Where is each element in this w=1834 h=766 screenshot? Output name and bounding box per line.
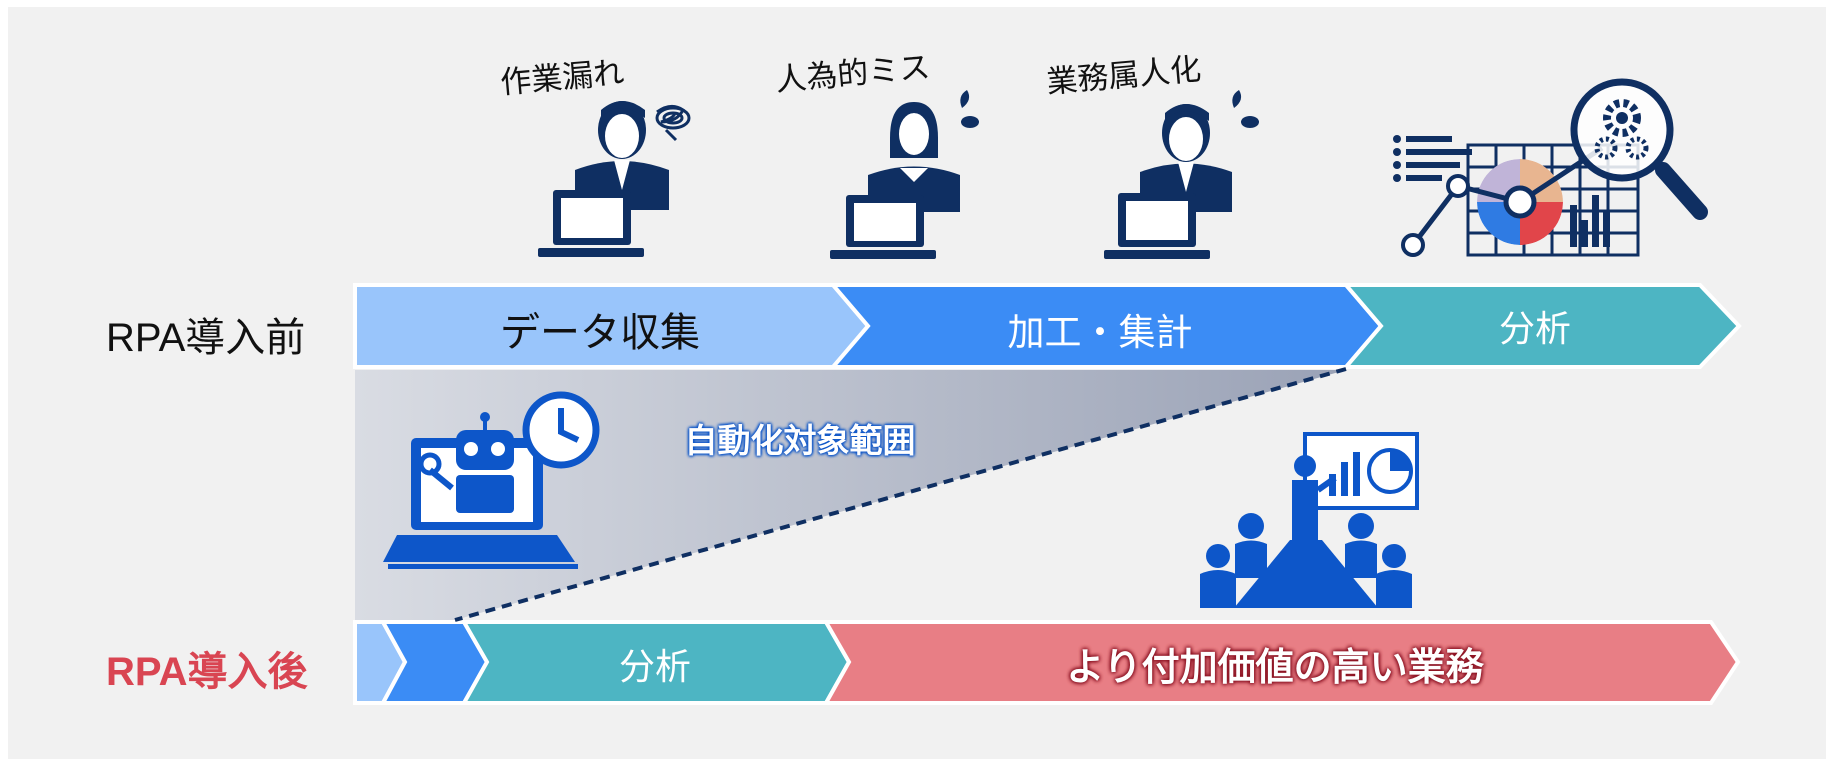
- analytics-magnifier-icon: [1393, 78, 1708, 257]
- after-process-bar: [353, 620, 1741, 705]
- segment-label-analysis: 分析: [1498, 309, 1571, 350]
- segment-label-processing: 加工・集計: [1007, 311, 1193, 354]
- automation-scope-area: [355, 370, 1346, 620]
- before-process-bar: [353, 283, 1742, 369]
- segment-analysis: [1341, 283, 1742, 369]
- automation-boundary-line: [454, 367, 1347, 622]
- after-row-label: RPA導入後: [106, 650, 308, 694]
- presentation-audience-icon: [1200, 432, 1419, 608]
- after-segment-label-value-work: より付加価値の高い業務: [1066, 645, 1484, 689]
- segment-label-data-collection: データ収集: [500, 310, 700, 356]
- robot-laptop-clock-icon: [383, 391, 600, 569]
- automation-scope-label: 自動化対象範囲: [684, 421, 916, 460]
- after-segment-label-analysis: 分析: [618, 647, 691, 688]
- worker-sweat-icon: [1104, 90, 1259, 259]
- before-row-label: RPA導入前: [106, 316, 306, 360]
- worker-sweat-female-icon: [830, 90, 979, 259]
- worker-confused-icon: [538, 101, 691, 257]
- after-segment-value-work: [822, 620, 1741, 705]
